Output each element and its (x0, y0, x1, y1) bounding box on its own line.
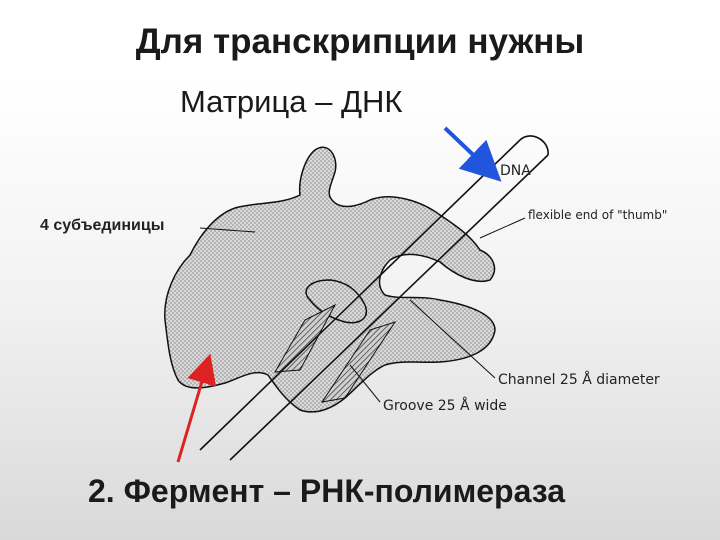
dna-label: DNA (500, 163, 531, 179)
groove-label: Groove 25 Å wide (383, 398, 507, 414)
thumb-label: flexible end of "thumb" (528, 208, 668, 222)
channel-hatch (274, 303, 337, 373)
subunits-leader (199, 227, 256, 233)
dna-rod (199, 135, 549, 461)
groove-hatch (320, 321, 397, 403)
template-dna-subtitle: Матрица – ДНК (180, 84, 403, 119)
channel-leader (409, 299, 496, 379)
red-arrow (176, 353, 217, 463)
enzyme-caption: 2. Фермент – РНК-полимераза (88, 473, 566, 509)
thumb-leader (479, 217, 526, 239)
subunits-label: 4 субъединицы (40, 217, 165, 234)
thumb-domain (305, 279, 367, 324)
blue-arrow (443, 126, 502, 182)
slide-title: Для транскрипции нужны (135, 22, 585, 61)
channel-label: Channel 25 Å diameter (498, 372, 660, 388)
groove-leader (349, 364, 381, 403)
